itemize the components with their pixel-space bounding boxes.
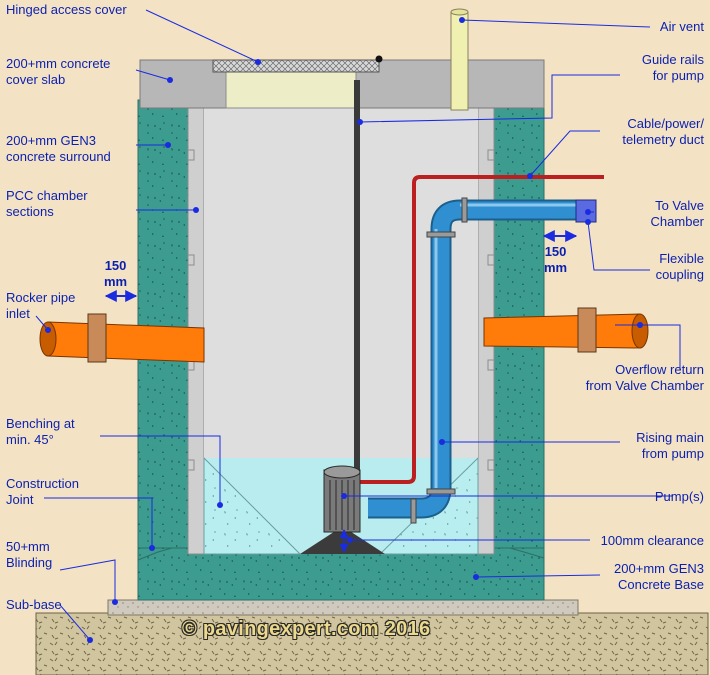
rocker-pipe-inlet	[39, 313, 205, 363]
label-pumps: Pump(s)	[654, 489, 704, 504]
leader-lines	[35, 9, 681, 641]
section-joints	[188, 149, 494, 471]
label-blinding: 50+mm Blinding	[6, 539, 53, 570]
access-opening	[225, 71, 357, 109]
copyright-notice: © pavingexpert.com 2016	[182, 618, 431, 640]
label-cable-duct: Cable/power/ telemetry duct	[622, 116, 704, 147]
benching-left	[203, 456, 302, 555]
label-pcc-sections: PCC chamber sections	[6, 188, 88, 219]
label-overflow-return: Overflow return from Valve Chamber	[585, 362, 704, 393]
hinge	[375, 55, 383, 63]
label-benching: Benching at min. 45°	[6, 416, 75, 447]
ground	[35, 612, 709, 675]
label-construction-joint: Construction Joint	[6, 476, 79, 507]
label-dim-150-left: 150 mm	[104, 258, 128, 289]
label-guide-rails: Guide rails for pump	[641, 52, 704, 83]
label-flexible-coupling: Flexible coupling	[655, 251, 704, 282]
leader-dots	[45, 17, 643, 643]
label-clearance: 100mm clearance	[600, 533, 704, 548]
sub-base	[107, 599, 579, 616]
label-hinged-access-cover: Hinged access cover	[6, 2, 127, 17]
label-to-valve-chamber: To Valve Chamber	[650, 198, 704, 229]
label-air-vent: Air vent	[659, 19, 704, 34]
overflow-return-pipe	[483, 307, 649, 353]
guide-rail	[354, 80, 360, 500]
label-gen3-surround: 200+mm GEN3 concrete surround	[6, 133, 111, 164]
label-concrete-base: 200+mm GEN3 Concrete Base	[614, 561, 704, 592]
access-cover	[212, 59, 380, 73]
label-rising-main: Rising main from pump	[636, 430, 704, 461]
cable-duct	[360, 175, 604, 484]
label-cover-slab: 200+mm concrete cover slab	[6, 56, 111, 87]
concrete-base	[137, 547, 545, 601]
label-sub-base: Sub-base	[6, 597, 62, 612]
label-dim-150-right: 150 mm	[544, 244, 568, 275]
label-rocker-pipe: Rocker pipe inlet	[6, 290, 76, 321]
air-vent-pipe	[450, 11, 469, 111]
